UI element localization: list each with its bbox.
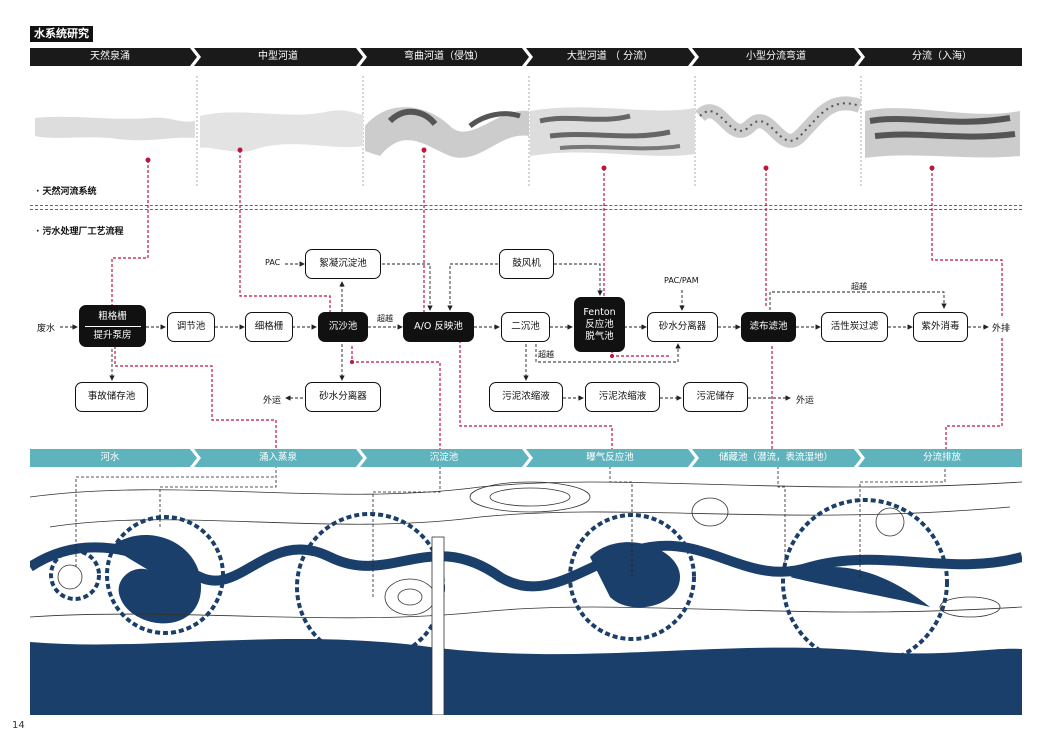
section-natural-label: · 天然河流系统 <box>36 187 97 197</box>
blower-node: 鼓风机 <box>499 249 554 279</box>
stage-label: 中型河道 <box>258 51 298 62</box>
river-stage-bar-bg <box>30 449 1022 467</box>
coarse-screen-label: 粗格栅 <box>98 310 127 322</box>
stage-bar: 天然泉涌 中型河道 弯曲河道（侵蚀） 大型河道 （ 分流） 小型分流弯道 分流（… <box>30 48 1022 66</box>
overflow-label: 超越 <box>377 314 393 323</box>
fenton-degas-label: 脱气池 <box>585 330 614 342</box>
river-stage-label: 涌入蒸泉 <box>258 452 297 463</box>
pac-pam-label: PAC/PAM <box>664 276 699 285</box>
outbound-label: 外运 <box>263 396 282 406</box>
overflow-label: 超越 <box>538 350 554 359</box>
stage-label: 大型河道 （ 分流） <box>566 51 654 62</box>
grit-chamber-node: 沉沙池 <box>318 312 368 342</box>
lift-pump-label: 提升泵房 <box>93 329 132 341</box>
fenton-label: Fenton <box>583 306 616 318</box>
river-strip-illustration <box>35 76 1020 186</box>
stage-label: 天然泉涌 <box>90 51 130 62</box>
carbon-filter-node: 活性炭过滤 <box>821 312 888 342</box>
sludge-thickener-1-node: 污泥浓缩液 <box>489 382 563 412</box>
stage-label: 分流（入海） <box>912 51 972 62</box>
page-number: 14 <box>12 720 25 731</box>
stage-label: 弯曲河道（侵蚀） <box>404 51 484 62</box>
fine-screen-node: 细格栅 <box>245 312 293 342</box>
stage-bar-bg <box>30 48 1022 66</box>
river-stage-label: 河水 <box>100 452 120 463</box>
river-stage-label: 分流排放 <box>922 452 961 463</box>
section-process-label: · 污水处理厂工艺流程 <box>36 227 124 237</box>
section-divider <box>30 209 1022 210</box>
sand-separator-2-node: 砂水分离器 <box>305 382 381 412</box>
accident-tank-node: 事故储存池 <box>75 382 148 412</box>
river-stage-label: 沉淀池 <box>429 452 459 463</box>
secondary-clarifier-node: 二沉池 <box>501 312 550 342</box>
overflow-label: 超越 <box>851 282 867 291</box>
river-stage-label: 储藏池（潜流，表流湿地） <box>718 452 833 463</box>
node-divider <box>84 325 141 327</box>
cloth-filter-node: 滤布滤池 <box>741 312 796 342</box>
page-title: 水系统研究 <box>30 26 93 42</box>
sand-separator-node: 砂水分离器 <box>647 312 718 342</box>
park-plan-illustration <box>30 467 1022 715</box>
river-stage-bar: 河水 涌入蒸泉 沉淀池 曝气反应池 储藏池（潜流，表流湿地） 分流排放 <box>30 449 1022 467</box>
coarse-screen-pump-node: 粗格栅 提升泵房 <box>79 305 146 347</box>
ao-reactor-node: A/O 反映池 <box>403 312 474 342</box>
stage-label: 小型分流弯道 <box>746 51 806 62</box>
wastewater-input-label: 废水 <box>37 324 56 334</box>
discharge-output-label: 外排 <box>992 324 1011 334</box>
fenton-reactor-node: Fenton 反应池 脱气池 <box>574 297 625 352</box>
outbound-label: 外运 <box>796 396 815 406</box>
section-divider <box>30 205 1022 206</box>
pac-label: PAC <box>265 258 281 267</box>
river-stage-label: 曝气反应池 <box>586 452 634 463</box>
uv-disinfection-node: 紫外消毒 <box>913 312 968 342</box>
coagulation-tank-node: 絮凝沉淀池 <box>305 249 381 279</box>
regulating-tank-node: 调节池 <box>167 312 215 342</box>
sludge-storage-node: 污泥储存 <box>683 382 748 412</box>
sludge-thickener-2-node: 污泥浓缩液 <box>585 382 660 412</box>
fenton-reaction-label: 反应池 <box>585 318 614 330</box>
